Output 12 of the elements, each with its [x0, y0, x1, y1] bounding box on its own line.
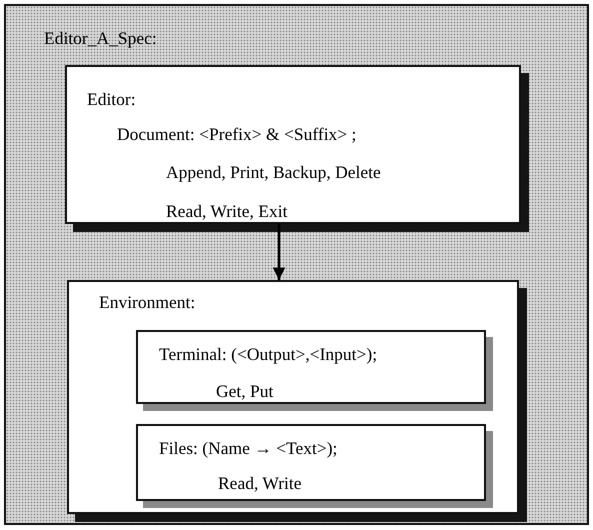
spec-panel — [4, 4, 589, 525]
spec-line: Get, Put — [216, 381, 274, 401]
spec-line: Append, Print, Backup, Delete — [166, 162, 381, 182]
box-heading: Editor: — [87, 89, 136, 109]
box-heading: Editor_A_Spec: — [44, 28, 157, 48]
box-heading: Files: (Name → <Text>); — [159, 438, 338, 458]
spec-line: Read, Write — [218, 473, 302, 493]
arrow — [272, 224, 286, 280]
box-heading: Environment: — [99, 292, 196, 312]
spec-line: Document: <Prefix> & <Suffix> ; — [117, 124, 356, 144]
box-heading: Terminal: (<Output>,<Input>); — [159, 344, 378, 364]
spec-line: Read, Write, Exit — [166, 201, 288, 221]
